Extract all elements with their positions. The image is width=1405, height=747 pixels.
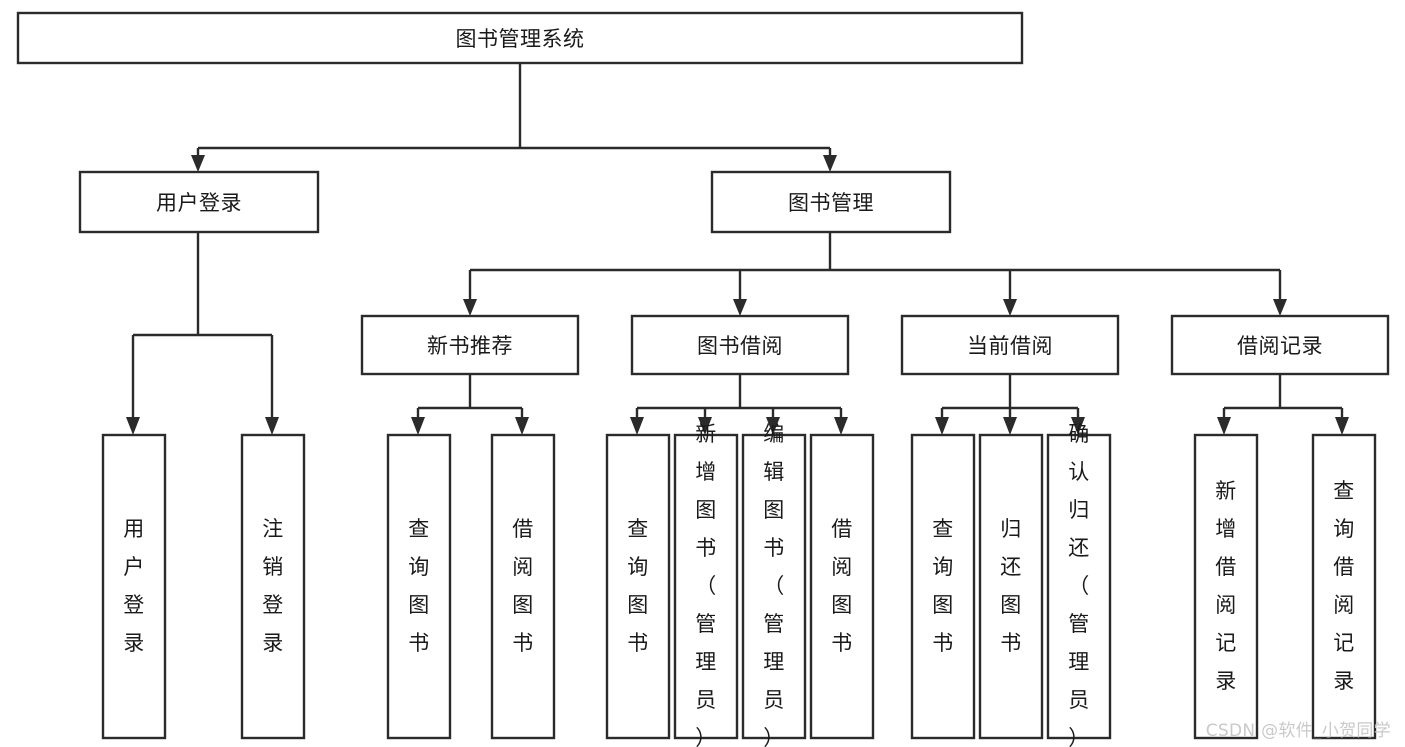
- leaf-user-login-1-box[interactable]: [101, 433, 167, 740]
- node-borrow-record-box[interactable]: [1170, 314, 1390, 376]
- node-book-borrow-label: 图书借阅: [697, 334, 783, 358]
- node-new-book-recommend[interactable]: 新书推荐: [360, 314, 580, 376]
- node-new-book-recommend-box[interactable]: [360, 314, 580, 376]
- arrow-current-leaf1: [935, 417, 949, 435]
- node-book-manage-box[interactable]: [710, 170, 952, 234]
- leaf-current-borrow-1[interactable]: 查询图书: [910, 433, 976, 740]
- leaf-book-borrow-4-label: 借阅图书: [831, 517, 853, 655]
- leaf-book-borrow-1[interactable]: 查询图书: [605, 433, 671, 740]
- leaf-borrow-record-1-label: 新增借阅记录: [1215, 479, 1237, 693]
- node-current-borrow-label: 当前借阅: [967, 334, 1053, 358]
- node-user-login-label: 用户登录: [156, 191, 242, 215]
- leaf-current-borrow-2-label: 归还图书: [1000, 517, 1022, 655]
- connector-layer: [126, 63, 1349, 435]
- arrow-book-manage-c4: [1273, 299, 1287, 316]
- node-root-label: 图书管理系统: [456, 27, 585, 51]
- leaf-current-borrow-3-box[interactable]: [1046, 433, 1112, 740]
- node-root-box[interactable]: [16, 11, 1024, 65]
- leaf-new-book-1[interactable]: 查询图书: [386, 433, 452, 740]
- arrow-borrow-leaf3: [766, 417, 780, 435]
- arrow-book-manage-c2: [733, 299, 747, 316]
- arrow-newbook-leaf2: [515, 417, 529, 435]
- leaf-user-login-1-label: 用户登录: [123, 517, 145, 655]
- node-new-book-recommend-label: 新书推荐: [427, 334, 513, 358]
- node-book-manage[interactable]: 图书管理: [710, 170, 952, 234]
- leaf-book-borrow-1-label: 查询图书: [627, 517, 649, 655]
- arrow-record-leaf2: [1335, 417, 1349, 435]
- arrow-borrow-leaf1: [630, 417, 644, 435]
- leaf-new-book-2-label: 借阅图书: [512, 517, 534, 655]
- node-user-login[interactable]: 用户登录: [78, 170, 320, 234]
- leaf-current-borrow-3-label: 确认归还（管理员）: [1068, 422, 1090, 747]
- leaf-user-login-1[interactable]: 用户登录: [101, 433, 167, 740]
- leaf-new-book-2-box[interactable]: [490, 433, 556, 740]
- node-root[interactable]: 图书管理系统: [16, 11, 1024, 65]
- arrow-root-to-user-login: [191, 155, 205, 172]
- node-user-login-box[interactable]: [78, 170, 320, 234]
- node-book-manage-label: 图书管理: [788, 191, 874, 215]
- leaf-current-borrow-1-box[interactable]: [910, 433, 976, 740]
- node-borrow-record-label: 借阅记录: [1237, 334, 1323, 358]
- leaf-current-borrow-1-label: 查询图书: [932, 517, 954, 655]
- leaf-user-login-2-label: 注销登录: [262, 517, 284, 655]
- arrow-borrow-leaf2: [698, 417, 712, 435]
- leaf-book-borrow-3-label: 编辑图书（管理员）: [763, 422, 785, 747]
- arrow-root-to-book-manage: [823, 155, 837, 172]
- leaf-book-borrow-1-box[interactable]: [605, 433, 671, 740]
- arrow-borrow-leaf4: [834, 417, 848, 435]
- leaf-new-book-1-label: 查询图书: [408, 517, 430, 655]
- leaf-book-borrow-3-box[interactable]: [741, 433, 807, 740]
- arrow-record-leaf1: [1217, 417, 1231, 435]
- leaf-book-borrow-2[interactable]: 新增图书（管理员）: [673, 422, 739, 747]
- arrow-user-login-leaf2: [265, 417, 279, 435]
- leaf-user-login-2-box[interactable]: [240, 433, 306, 740]
- node-borrow-record[interactable]: 借阅记录: [1170, 314, 1390, 376]
- leaf-book-borrow-2-box[interactable]: [673, 433, 739, 740]
- arrow-newbook-leaf1: [411, 417, 425, 435]
- arrow-book-manage-c3: [1003, 299, 1017, 316]
- leaf-new-book-1-box[interactable]: [386, 433, 452, 740]
- leaf-borrow-record-2[interactable]: 查询借阅记录: [1311, 433, 1377, 740]
- arrow-user-login-leaf1: [126, 417, 140, 435]
- node-current-borrow[interactable]: 当前借阅: [900, 314, 1120, 376]
- node-book-borrow[interactable]: 图书借阅: [630, 314, 850, 376]
- leaf-borrow-record-2-box[interactable]: [1311, 433, 1377, 740]
- leaf-book-borrow-4[interactable]: 借阅图书: [809, 433, 875, 740]
- arrow-book-manage-c1: [463, 299, 477, 316]
- csdn-watermark: CSDN @软件_小贺同学: [1205, 721, 1391, 741]
- leaf-new-book-2[interactable]: 借阅图书: [490, 433, 556, 740]
- node-current-borrow-box[interactable]: [900, 314, 1120, 376]
- leaf-borrow-record-1-box[interactable]: [1193, 433, 1259, 740]
- leaf-current-borrow-3[interactable]: 确认归还（管理员）: [1046, 422, 1112, 747]
- node-book-borrow-box[interactable]: [630, 314, 850, 376]
- leaf-book-borrow-2-label: 新增图书（管理员）: [695, 422, 717, 747]
- leaf-user-login-2[interactable]: 注销登录: [240, 433, 306, 740]
- arrow-current-leaf2: [1003, 417, 1017, 435]
- leaf-current-borrow-2[interactable]: 归还图书: [978, 433, 1044, 740]
- leaf-book-borrow-3[interactable]: 编辑图书（管理员）: [741, 422, 807, 747]
- leaf-borrow-record-2-label: 查询借阅记录: [1333, 479, 1355, 693]
- leaf-current-borrow-2-box[interactable]: [978, 433, 1044, 740]
- arrow-current-leaf3: [1071, 417, 1085, 435]
- leaf-book-borrow-4-box[interactable]: [809, 433, 875, 740]
- leaf-borrow-record-1[interactable]: 新增借阅记录: [1193, 433, 1259, 740]
